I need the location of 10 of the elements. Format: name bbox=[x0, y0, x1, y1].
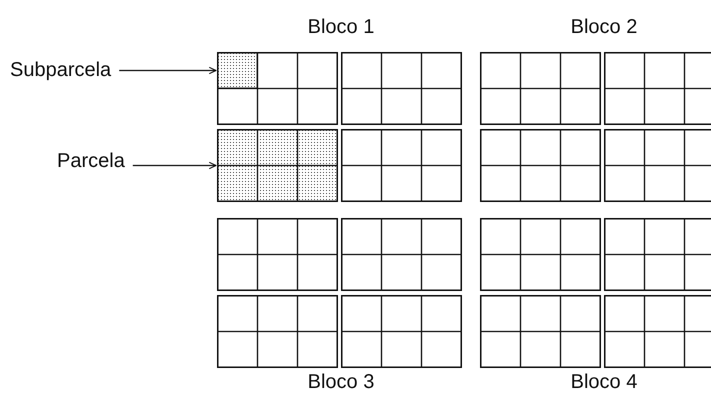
block-title: Bloco 3 bbox=[308, 371, 374, 393]
label-text: Subparcela bbox=[10, 59, 112, 81]
label-text: Parcela bbox=[57, 150, 125, 172]
shaded-subplot bbox=[217, 52, 258, 89]
arrow bbox=[119, 66, 217, 74]
block-title: Bloco 4 bbox=[570, 371, 638, 393]
block-title: Bloco 2 bbox=[570, 16, 638, 38]
shaded-plot bbox=[217, 129, 338, 202]
arrow bbox=[132, 162, 217, 170]
block-title: Bloco 1 bbox=[308, 16, 374, 38]
